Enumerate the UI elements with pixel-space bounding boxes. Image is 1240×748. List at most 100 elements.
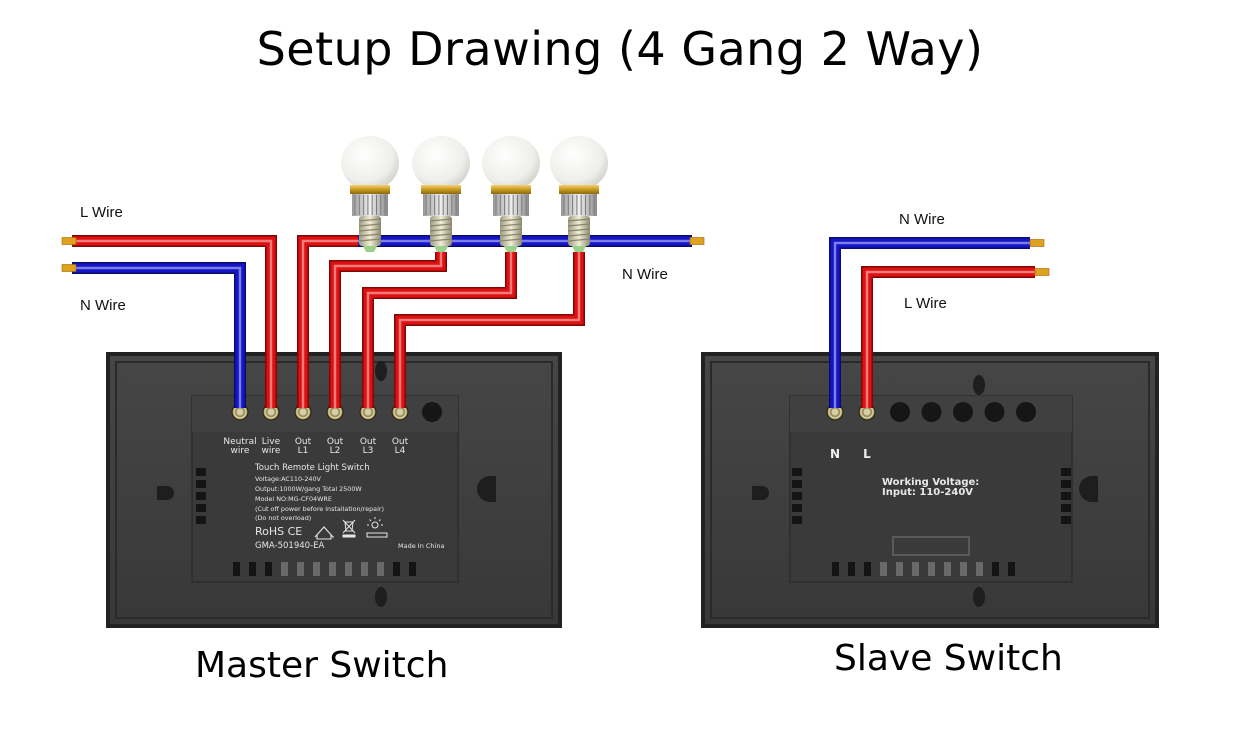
master-terminal-6-screw-center [396,408,404,416]
slave-empty-terminal-4 [984,402,1005,422]
master-mount-slot-right [477,476,496,502]
slave-spec-line2: Input: 110-240V [882,487,973,498]
out-l2-wire-highlight [333,252,443,408]
label-slave-n-wire: N Wire [899,211,945,228]
terminal-label-line2: wire [231,446,250,456]
vent-slot [992,562,999,576]
master-spec-label: Touch Remote Light Switch Voltage:AC110-… [254,463,444,551]
bulb-thread [358,233,382,237]
bulb-heatsink [423,194,459,216]
vent-slot [393,562,400,576]
vent-slot [297,562,304,576]
home-use-icon [314,526,334,540]
vent-slot [1008,562,1015,576]
bulb-screw-base [359,216,381,246]
vent-slot [377,562,384,576]
slave-spec-line1: Working Voltage: [882,477,979,488]
vent-slot [281,562,288,576]
bulb-thread [567,223,591,227]
slave-terminal-1-screw-center [831,408,839,416]
vent-slot [313,562,320,576]
bulb-screw-base [500,216,522,246]
out-l3-wire [362,252,517,408]
master-terminal-4-screw-center [331,408,339,416]
spec-voltage: Voltage:AC110-240V [255,475,322,483]
vent-slot [832,562,839,576]
terminal-label-line1: Out [327,437,344,447]
neutral-input-wire [72,262,246,408]
bulb-thread [358,228,382,232]
vent-slot [792,504,802,512]
slave-spec-label: Working Voltage: Input: 110-240V [882,477,979,498]
label-l-wire-left: L Wire [80,204,123,221]
spec-certifications: RoHS CE [255,525,302,538]
terminal-label-line1: Out [392,437,409,447]
slave-live-wire [861,266,1035,408]
slave-empty-terminal-3-empty-hole [953,402,973,422]
vent-slot [896,562,903,576]
spec-warning-overload: (Do not overload) [255,514,311,522]
weee-bin-icon [342,519,356,538]
spec-warning-power: (Cut off power before installation/repai… [255,505,384,513]
slave-terminal-label-2: L [863,447,871,461]
vent-slot [976,562,983,576]
bulb-thread [567,228,591,232]
bulb-thread [358,218,382,222]
terminal-label-line1: Neutral [223,437,256,447]
terminal-label-line1: Live [262,437,281,447]
bulb-thread [429,238,453,242]
vent-slot [1061,468,1071,476]
vent-slot [233,562,240,576]
master-screw-hole-top [375,361,387,381]
bulb-gold-collar [559,185,599,194]
terminal-label-line2: L3 [363,446,374,456]
slave-empty-terminal-4-empty-hole [984,402,1005,422]
bulb-contact [363,246,377,252]
bulb-thread [499,238,523,242]
bulb-4 [550,136,608,252]
bulb-thread [429,223,453,227]
vent-slot [928,562,935,576]
slave-connector-port [892,536,970,556]
slave-terminal-2-screw-center [863,408,871,416]
live-input-wire-highlight [72,239,273,408]
slave-screw-hole-bottom [973,587,985,607]
bulb-thread [429,218,453,222]
vent-slot [792,516,802,524]
master-terminal-2-screw-center [267,408,275,416]
live-input-tip [61,237,77,245]
vent-slot [792,492,802,500]
slave-vents-left [792,468,802,524]
label-n-wire-bulbs: N Wire [622,266,668,283]
slave-empty-terminal-2 [921,402,942,422]
spec-product-code: GMA-501940-EA [255,541,325,551]
slave-terminal-label-1: N [830,447,840,461]
bulb-screw-base [430,216,452,246]
slave-empty-terminal-2-empty-hole [921,402,942,422]
label-n-wire-left: N Wire [80,297,126,314]
slave-vents-bottom [832,562,1015,576]
bulb-thread [567,218,591,222]
bulb-globe [412,136,470,190]
slave-empty-terminal-3 [953,402,973,422]
master-empty-terminal-1-empty-hole [422,402,442,422]
spec-origin: Made In China [398,542,444,550]
bulb-thread [567,233,591,237]
slave-live-tip [1034,268,1050,276]
slave-neutral-wire-highlight [833,241,1030,408]
vent-slot [792,468,802,476]
master-terminal-5-screw-center [364,408,372,416]
bulb-heatsink [352,194,388,216]
vent-slot [944,562,951,576]
out-l2-wire [329,252,447,408]
master-empty-terminal-1 [422,402,442,422]
slave-panel-inner-border [710,361,1150,619]
slave-neutral-wire [829,237,1030,408]
neutral-input-wire-highlight [72,266,242,408]
indoor-use-icon [366,517,388,538]
vent-slot [265,562,272,576]
